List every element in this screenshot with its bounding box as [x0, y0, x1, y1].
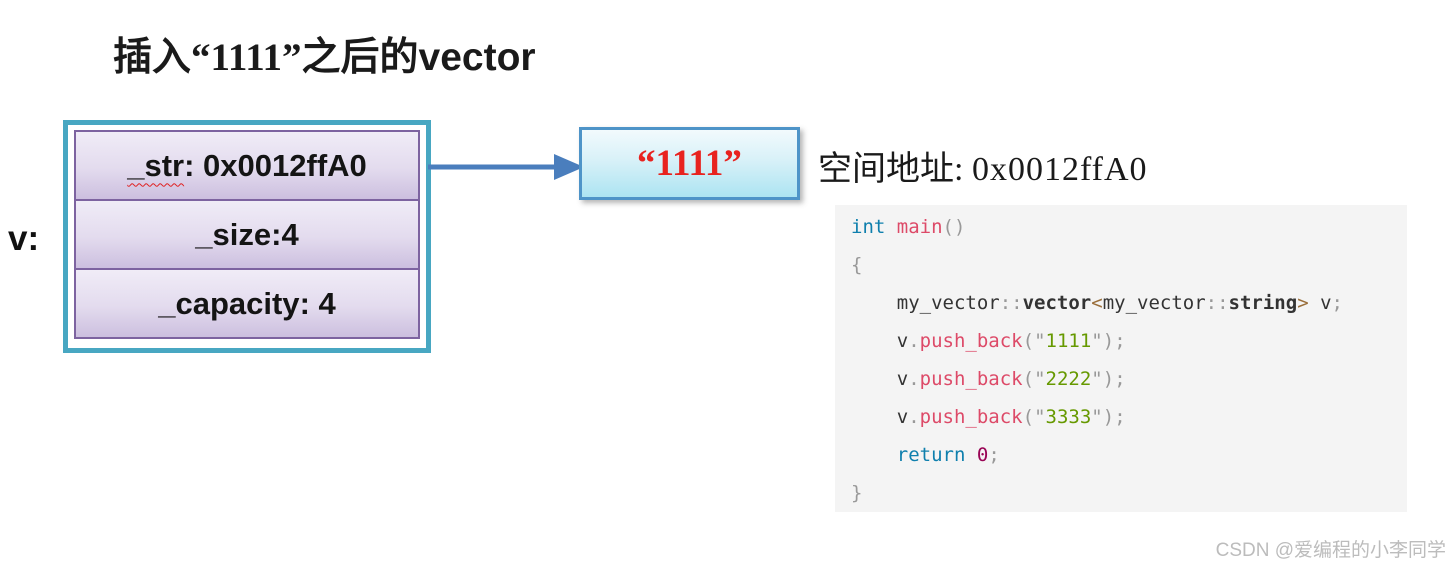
- vector-field-row-str: _str: 0x0012ffA0: [74, 130, 420, 201]
- vector-field-row-size: _size:4: [74, 199, 420, 270]
- heap-string-value: “1111”: [637, 143, 742, 184]
- vector-struct-box: _str: 0x0012ffA0 _size:4 _capacity: 4: [63, 120, 431, 353]
- field-value-size: :4: [271, 216, 299, 252]
- code-line: return 0;: [896, 444, 1000, 466]
- title-chinese-part: 插入“1111”之后的: [113, 36, 419, 79]
- address-value: 0x0012ffA0: [971, 151, 1148, 188]
- page-title: 插入“1111”之后的vector: [113, 26, 536, 82]
- heap-string-box: “1111”: [579, 127, 800, 200]
- field-name-str: _str: [127, 147, 185, 183]
- code-line: {: [851, 254, 863, 276]
- field-name-size: _size: [195, 216, 272, 252]
- code-line: int main(): [851, 216, 966, 238]
- field-name-capacity: _capacity: [158, 285, 300, 321]
- csdn-watermark: CSDN @爱编程的小李同学: [1215, 540, 1446, 561]
- code-line: v.push_back("1111");: [896, 330, 1126, 352]
- code-block: int main(){ my_vector::vector<my_vector:…: [835, 205, 1407, 512]
- address-label: 空间地址:: [818, 151, 972, 188]
- code-line: }: [851, 482, 863, 504]
- address-line: 空间地址: 0x0012ffA0: [818, 141, 1148, 190]
- field-value-capacity: : 4: [299, 285, 336, 321]
- vector-field-row-capacity: _capacity: 4: [74, 268, 420, 339]
- variable-label-v: v:: [8, 219, 40, 258]
- code-line: v.push_back("2222");: [896, 368, 1126, 390]
- code-line: v.push_back("3333");: [896, 406, 1126, 428]
- field-value-str: : 0x0012ffA0: [184, 147, 367, 183]
- pointer-arrow-icon: [428, 154, 584, 180]
- title-vector-part: vector: [418, 36, 536, 79]
- code-line: my_vector::vector<my_vector::string> v;: [896, 292, 1343, 314]
